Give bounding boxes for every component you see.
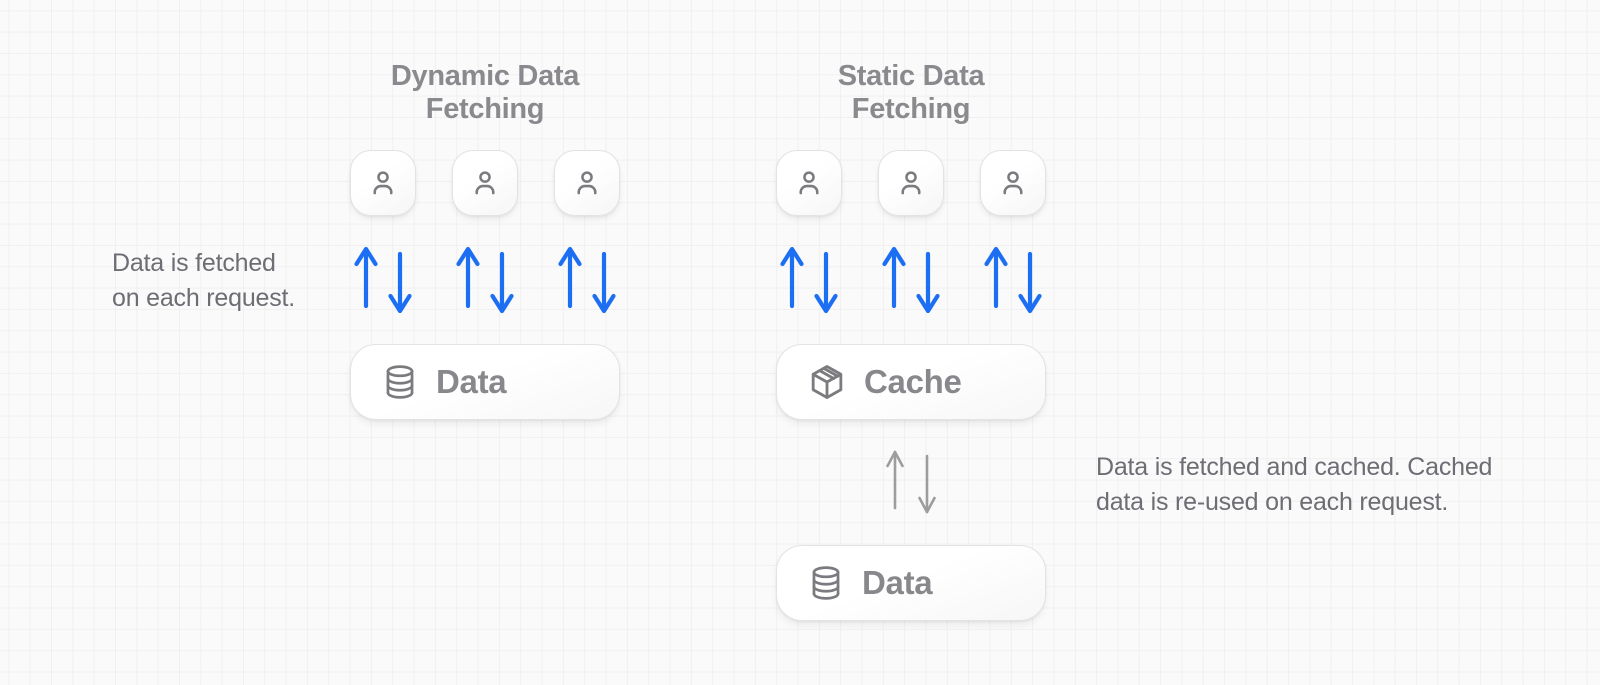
user-box [776,150,842,216]
arrow-cell [350,238,416,318]
up-down-arrows-blue [780,246,838,314]
static-column: Static Data Fetching [776,0,1046,685]
cache-to-data-arrows [776,444,1046,520]
static-caption: Data is fetched and cached. Cached data … [1096,450,1492,520]
arrow-cell [980,238,1046,318]
dynamic-users-row [350,150,620,216]
dynamic-caption-line2: on each request. [112,284,296,312]
cache-box-label: Cache [864,363,962,400]
static-caption-line2: data is re-used on each request. [1096,488,1449,516]
arrow-cell [878,238,944,318]
arrow-cell [776,238,842,318]
up-down-arrows-blue [882,246,940,314]
package-icon [811,365,843,399]
arrow-up-icon [354,246,378,309]
arrow-up-icon [780,246,804,309]
up-down-arrows-blue [558,246,616,314]
dynamic-caption: Data is fetched on each request. [112,246,295,316]
arrow-up-icon [456,246,480,309]
up-down-arrows-gray [886,450,936,514]
user-box [350,150,416,216]
user-box [878,150,944,216]
static-users-row [776,150,1046,216]
user-icon [901,171,921,195]
up-down-arrows-blue [456,246,514,314]
cache-box: Cache [776,344,1046,420]
up-down-arrows-blue [354,246,412,314]
dynamic-data-store-box: Data [350,344,620,420]
dynamic-column: Dynamic Data Fetching [350,0,620,685]
arrow-up-icon [984,246,1008,309]
static-caption-line1: Data is fetched and cached. Cached [1096,453,1493,481]
arrow-cell [452,238,518,318]
database-icon [812,566,840,600]
arrow-down-icon [388,251,412,314]
user-icon [1003,171,1023,195]
arrow-down-icon [916,251,940,314]
arrow-down-icon [592,251,616,314]
user-icon [475,171,495,195]
database-icon [386,365,414,399]
user-icon [373,171,393,195]
arrow-up-icon [886,450,904,510]
static-data-store-label: Data [862,564,933,601]
static-data-store-box: Data [776,545,1046,621]
up-down-arrows-blue [984,246,1042,314]
dynamic-title: Dynamic Data Fetching [390,60,580,125]
arrow-up-icon [558,246,582,309]
user-box [554,150,620,216]
arrow-down-icon [1018,251,1042,314]
arrow-up-icon [882,246,906,309]
dynamic-caption-line1: Data is fetched [112,249,276,277]
user-icon [799,171,819,195]
arrow-down-icon [490,251,514,314]
arrow-down-icon [918,454,936,514]
dynamic-arrows-row [350,238,620,318]
user-box [980,150,1046,216]
static-title: Static Data Fetching [837,60,985,125]
static-arrows-row [776,238,1046,318]
user-icon [577,171,597,195]
arrow-cell [554,238,620,318]
arrow-down-icon [814,251,838,314]
dynamic-data-store-label: Data [436,363,507,400]
user-box [452,150,518,216]
